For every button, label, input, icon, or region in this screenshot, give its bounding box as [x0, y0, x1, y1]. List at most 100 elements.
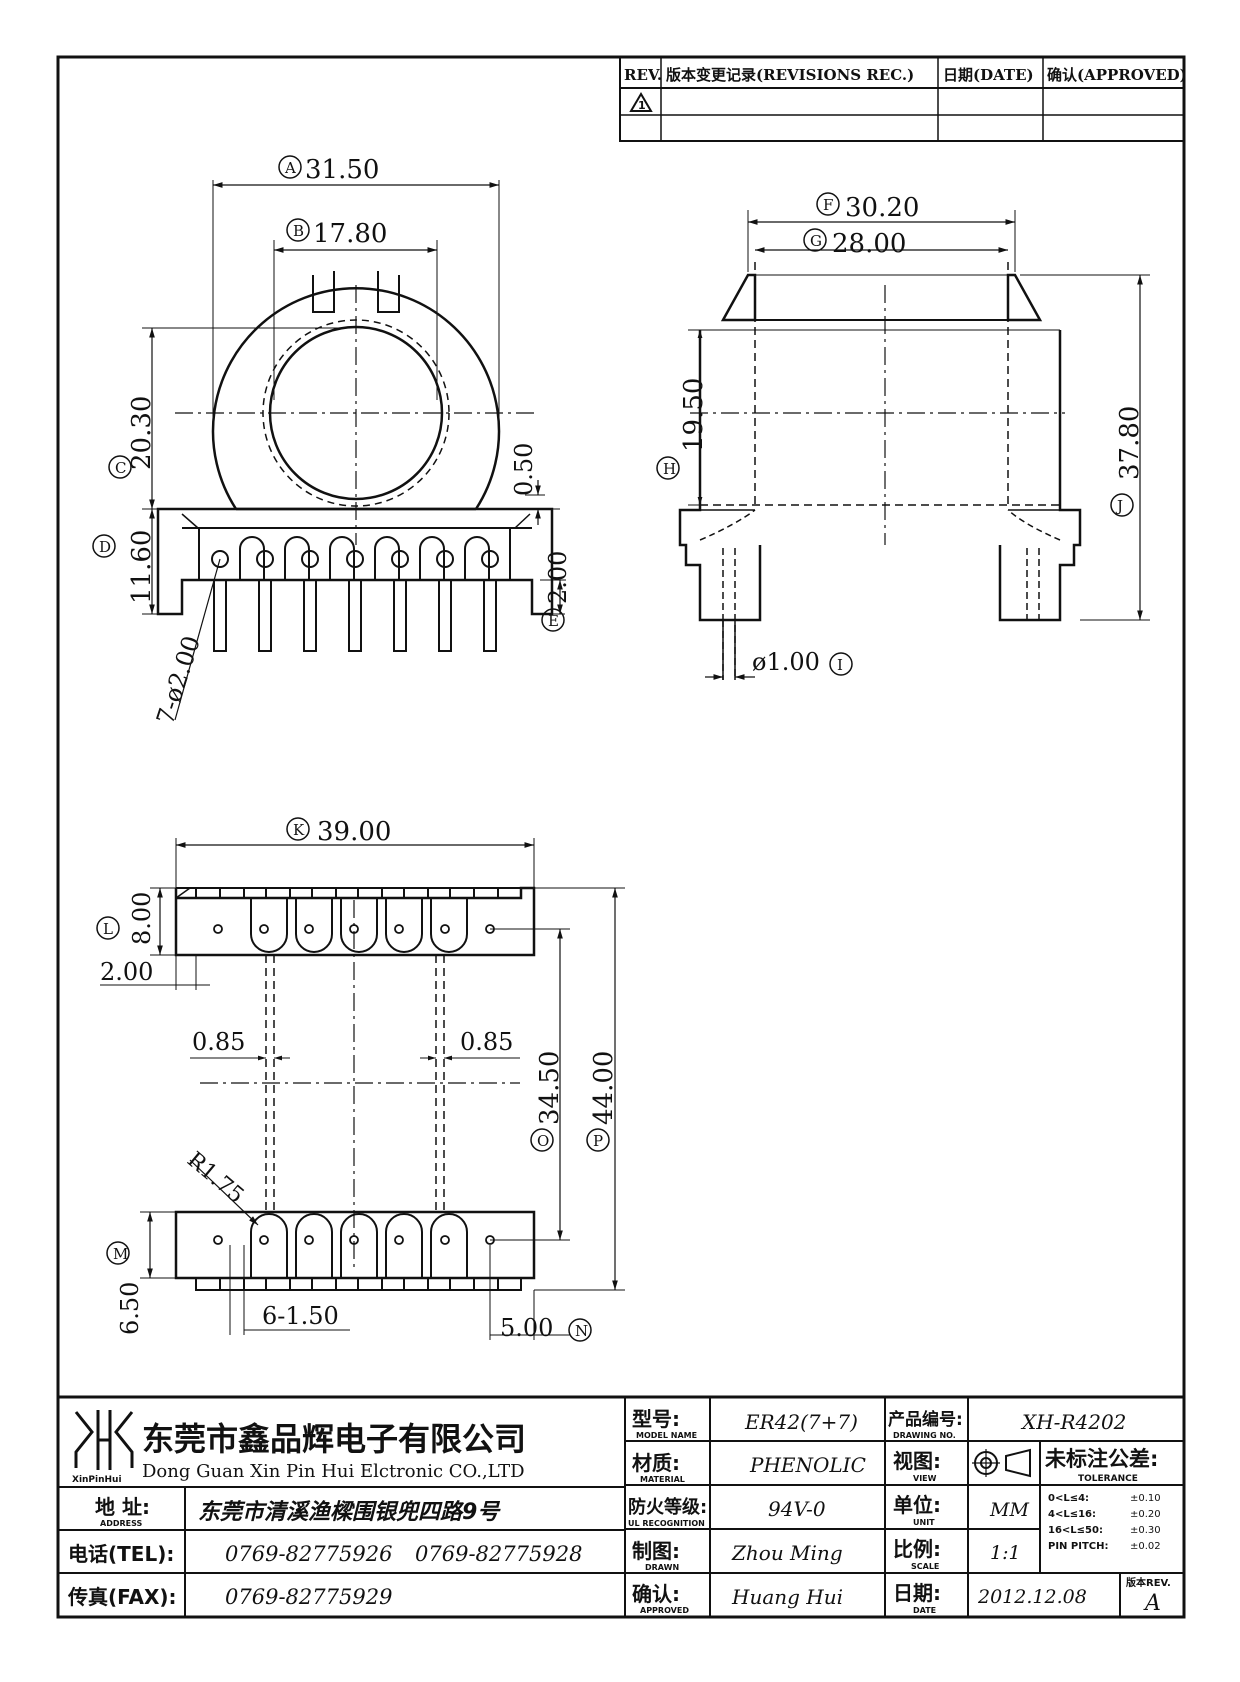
- dim-pitch-value: 6-1.50: [262, 1302, 339, 1330]
- address-value: 东莞市清溪渔樑围银兜四路9号: [198, 1499, 501, 1525]
- company-name-cn: 东莞市鑫品辉电子有限公司: [142, 1420, 526, 1458]
- svg-text:XinPinHui: XinPinHui: [72, 1475, 122, 1485]
- tolerance-label: 未标注公差:: [1045, 1447, 1158, 1471]
- svg-text:I: I: [837, 656, 843, 674]
- sheet-border: [56, 55, 1186, 1619]
- svg-text:1: 1: [638, 99, 646, 112]
- label-a-circle: [278, 155, 302, 179]
- svg-text:DRAWN: DRAWN: [645, 1563, 679, 1572]
- dim-gap-left-value: 0.85: [192, 1028, 245, 1056]
- svg-text:G: G: [810, 232, 822, 250]
- svg-text:视图:: 视图:: [893, 1449, 941, 1473]
- approved-header: 确认(APPROVED): [1047, 66, 1187, 84]
- svg-text:型号:: 型号:: [632, 1407, 680, 1431]
- revision-table: REV. 版本变更记录(REVISIONS REC.) 日期(DATE) 确认(…: [619, 56, 1187, 142]
- dim-050-value: 0.50: [510, 443, 538, 496]
- dim-b-value: 17.80: [313, 219, 387, 249]
- dim-o-value: 34.50: [535, 1051, 565, 1125]
- side-view: [678, 210, 1150, 680]
- dim-a-value: 31.50: [305, 155, 379, 185]
- drawn-value: Zhou Ming: [731, 1541, 843, 1565]
- svg-text:O: O: [537, 1132, 549, 1150]
- tel2-value: 0769-82775928: [415, 1542, 582, 1566]
- svg-text:J: J: [1115, 497, 1123, 515]
- svg-text:比例:: 比例:: [893, 1537, 941, 1561]
- svg-text:0<L≤4:: 0<L≤4:: [1048, 1493, 1089, 1504]
- dim-l-value: 8.00: [128, 892, 156, 945]
- svg-text:±0.10: ±0.10: [1130, 1493, 1161, 1504]
- dim-c-value: 20.30: [127, 396, 157, 470]
- svg-text:防火等级:: 防火等级:: [628, 1496, 707, 1518]
- svg-text:H: H: [663, 460, 676, 478]
- svg-text:APPROVED: APPROVED: [640, 1606, 689, 1615]
- model-value: ER42(7+7): [744, 1410, 858, 1434]
- unit-value: MM: [989, 1499, 1029, 1521]
- bottom-view: [100, 838, 625, 1340]
- svg-text:B: B: [293, 222, 304, 240]
- svg-text:单位:: 单位:: [893, 1493, 941, 1517]
- svg-text:PIN PITCH:: PIN PITCH:: [1048, 1541, 1108, 1552]
- revisions-record-header: 版本变更记录(REVISIONS REC.): [666, 66, 914, 84]
- side-view-labels: F 30.20 G 28.00 19.50 H 37.80 J ø1.00 I: [656, 192, 1145, 676]
- svg-text:L: L: [103, 920, 113, 938]
- dim-l2-value: 2.00: [100, 958, 153, 986]
- front-view-labels: A 31.50 B 17.80 20.30 C 11.60 D 0.50 2.0…: [92, 155, 572, 728]
- svg-text:F: F: [823, 196, 833, 214]
- svg-text:±0.02: ±0.02: [1130, 1541, 1161, 1552]
- dim-m-value: 6.50: [116, 1282, 144, 1335]
- svg-text:UNIT: UNIT: [913, 1518, 935, 1527]
- dim-g-value: 28.00: [832, 229, 906, 259]
- svg-text:C: C: [115, 459, 126, 477]
- svg-text:VIEW: VIEW: [913, 1474, 937, 1483]
- svg-text:材质:: 材质:: [632, 1451, 680, 1475]
- svg-text:确认:: 确认:: [632, 1582, 680, 1606]
- dim-i-value: ø1.00: [752, 648, 820, 676]
- dim-d-value: 11.60: [127, 530, 157, 604]
- tolerance-table: 0<L≤4: ±0.10 4<L≤16: ±0.20 16<L≤50: ±0.3…: [1048, 1493, 1161, 1552]
- material-value: PHENOLIC: [749, 1453, 866, 1477]
- tel-label: 电话(TEL):: [68, 1542, 174, 1566]
- title-block: XinPinHui 东莞市鑫品辉电子有限公司 Dong Guan Xin Pin…: [56, 1395, 1186, 1619]
- company-logo: XinPinHui: [72, 1410, 134, 1485]
- dim-pins-value: 7-ø2.00: [151, 632, 206, 727]
- approved-value: Huang Hui: [731, 1585, 843, 1609]
- svg-text:MATERIAL: MATERIAL: [640, 1475, 685, 1484]
- date-value: 2012.12.08: [977, 1586, 1087, 1608]
- dim-gap-right-value: 0.85: [460, 1028, 513, 1056]
- svg-text:K: K: [293, 821, 305, 839]
- drawing-no-value: XH-R4202: [1020, 1410, 1126, 1434]
- svg-text:制图:: 制图:: [632, 1539, 680, 1563]
- dim-f-value: 30.20: [845, 193, 919, 223]
- address-label: 地 址:: [95, 1495, 150, 1519]
- dim-n-value: 5.00: [500, 1314, 553, 1342]
- svg-text:4<L≤16:: 4<L≤16:: [1048, 1509, 1096, 1520]
- dim-p-value: 44.00: [589, 1051, 619, 1125]
- svg-text:日期:: 日期:: [893, 1581, 941, 1605]
- svg-text:DRAWING NO.: DRAWING NO.: [893, 1431, 956, 1440]
- rev-value: A: [1143, 1591, 1161, 1616]
- svg-text:N: N: [575, 1322, 588, 1340]
- dim-j-value: 37.80: [1115, 406, 1145, 480]
- front-view: [142, 180, 566, 721]
- svg-text:±0.30: ±0.30: [1130, 1525, 1161, 1536]
- svg-text:DATE: DATE: [913, 1606, 936, 1615]
- svg-text:ADDRESS: ADDRESS: [100, 1519, 143, 1528]
- company-name-en: Dong Guan Xin Pin Hui Elctronic CO.,LTD: [142, 1461, 525, 1482]
- dim-r-value: R1.75: [182, 1147, 248, 1208]
- ul-value: 94V-0: [768, 1497, 826, 1521]
- third-angle-projection-icon: [972, 1448, 1031, 1478]
- dim-k-value: 39.00: [317, 817, 391, 847]
- svg-text:TOLERANCE: TOLERANCE: [1078, 1474, 1138, 1484]
- revision-triangle-icon: 1: [629, 92, 653, 112]
- dim-h-value: 19.50: [679, 378, 709, 452]
- tel1-value: 0769-82775926: [225, 1542, 392, 1566]
- scale-value: 1:1: [990, 1542, 1021, 1564]
- date-header: 日期(DATE): [943, 66, 1034, 84]
- svg-text:产品编号:: 产品编号:: [888, 1409, 963, 1430]
- svg-text:版本REV.: 版本REV.: [1126, 1576, 1171, 1589]
- svg-text:M: M: [113, 1245, 128, 1263]
- svg-text:D: D: [99, 538, 111, 556]
- fax-value: 0769-82775929: [225, 1585, 392, 1609]
- svg-text:P: P: [593, 1132, 603, 1150]
